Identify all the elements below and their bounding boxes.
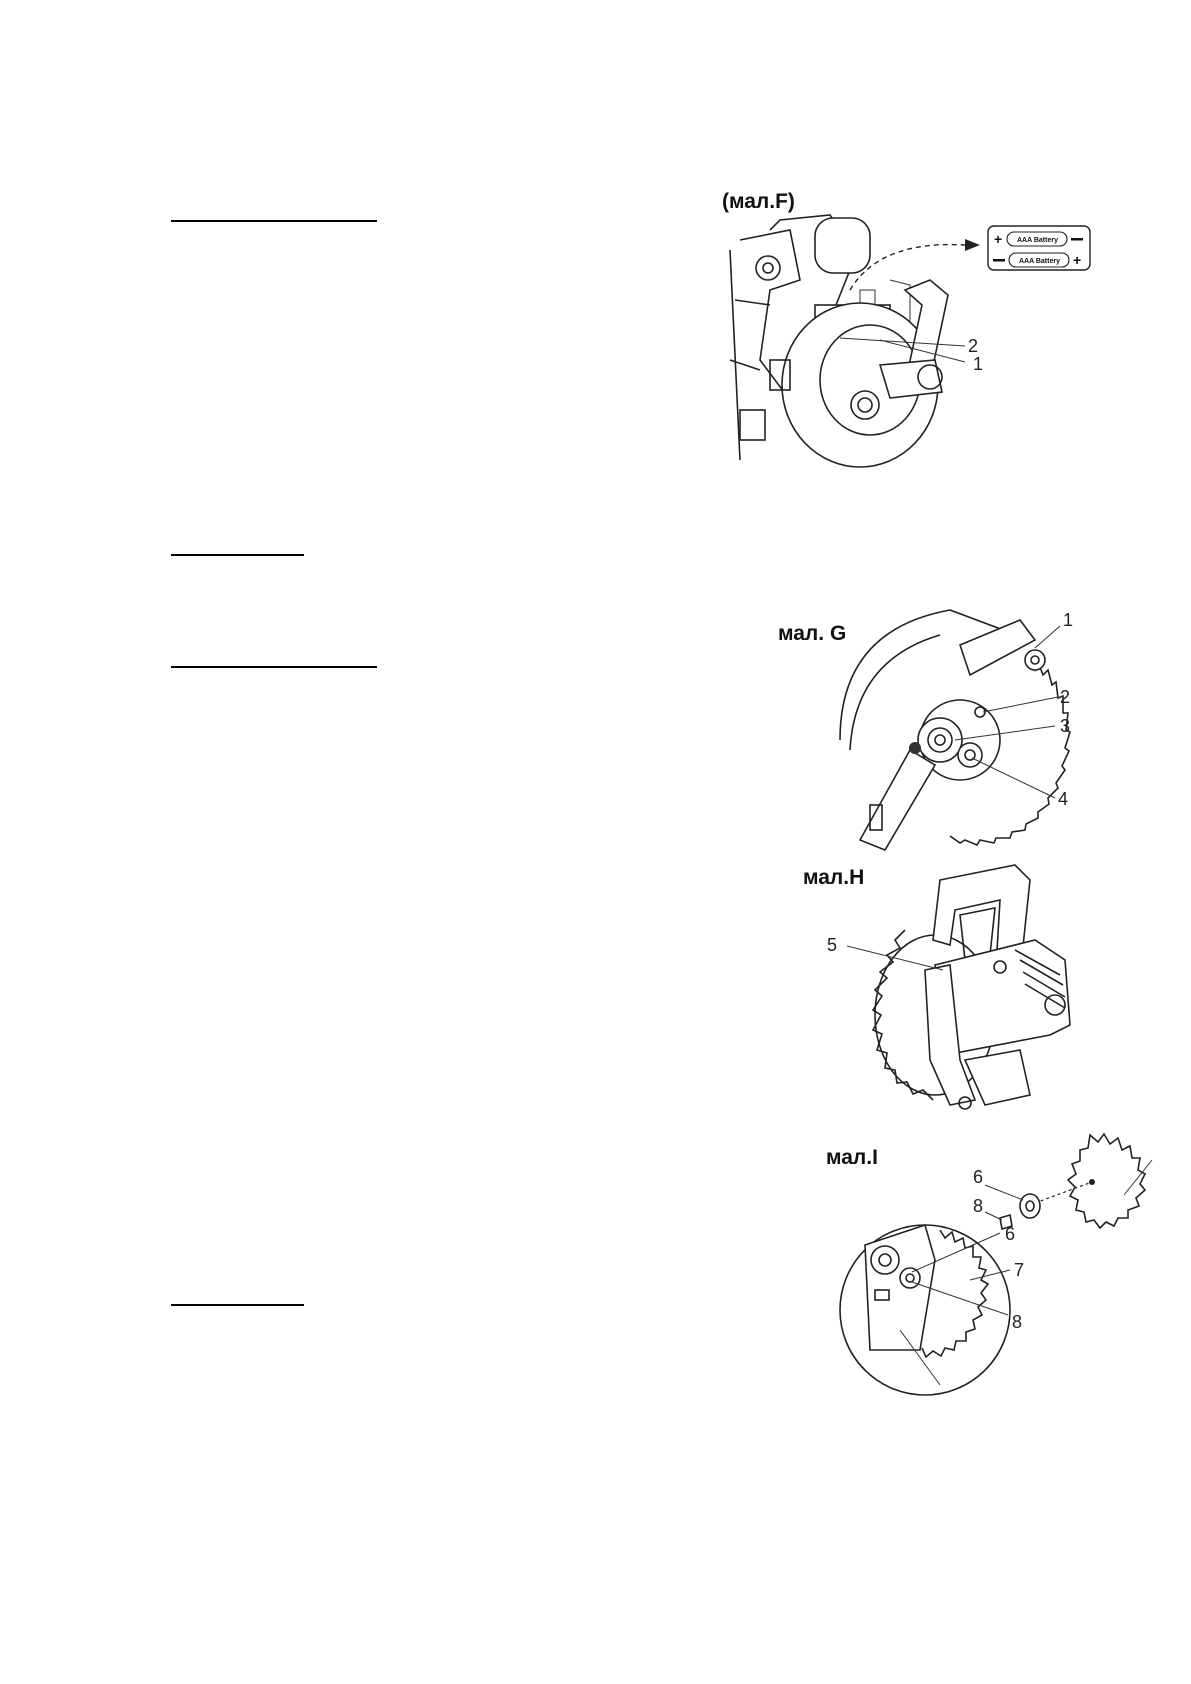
figure-g-caption: мал. G [778,622,847,645]
figure-h-callout-5: 5 [827,935,837,955]
figure-g-callout-1: 1 [1063,610,1073,630]
section-heading-rule-3 [171,666,377,668]
figure-i-callout-7: 7 [1014,1260,1024,1280]
battery-label-top: AAA Battery [1017,237,1058,244]
figure-g-callout-2: 2 [1060,687,1070,707]
figure-h: 5 [815,860,1090,1120]
figure-g-callout-3: 3 [1060,716,1070,736]
section-heading-rule-4 [171,1304,304,1306]
figure-g-callout-4: 4 [1058,789,1068,809]
figure-i-callout-6: 6 [1005,1224,1015,1244]
figure-i: 6 8 6 7 8 [830,1130,1160,1400]
battery-label-bottom: AAA Battery [1019,258,1060,265]
svg-text:+: + [994,231,1002,247]
figure-g: 1 2 3 4 [820,600,1100,851]
section-heading-rule-2 [171,554,304,556]
figure-i-callout-6-top: 6 [973,1167,983,1187]
figure-h-caption: мал.H [803,866,865,889]
figure-g-drawing: 1 2 3 4 [839,609,1073,851]
figure-i-drawing: 6 8 6 7 8 [839,1132,1153,1396]
figure-f-callout-1: 1 [973,354,983,374]
figure-i-callout-8-top: 8 [973,1196,983,1216]
figure-f-caption: (мал.F) [722,190,795,213]
figure-h-drawing: 5 [827,864,1071,1110]
svg-text:+: + [1073,252,1081,268]
figure-f-drawing: 2 1 + AAA Battery AAA Battery + [729,214,1091,468]
figure-f-callout-2: 2 [968,336,978,356]
figure-i-callout-8: 8 [1012,1312,1022,1332]
figure-f: 2 1 + AAA Battery AAA Battery + [729,210,1100,470]
section-heading-rule-1 [171,220,377,222]
battery-diagram: + AAA Battery AAA Battery + [987,225,1091,271]
figure-i-caption: мал.I [826,1146,878,1169]
